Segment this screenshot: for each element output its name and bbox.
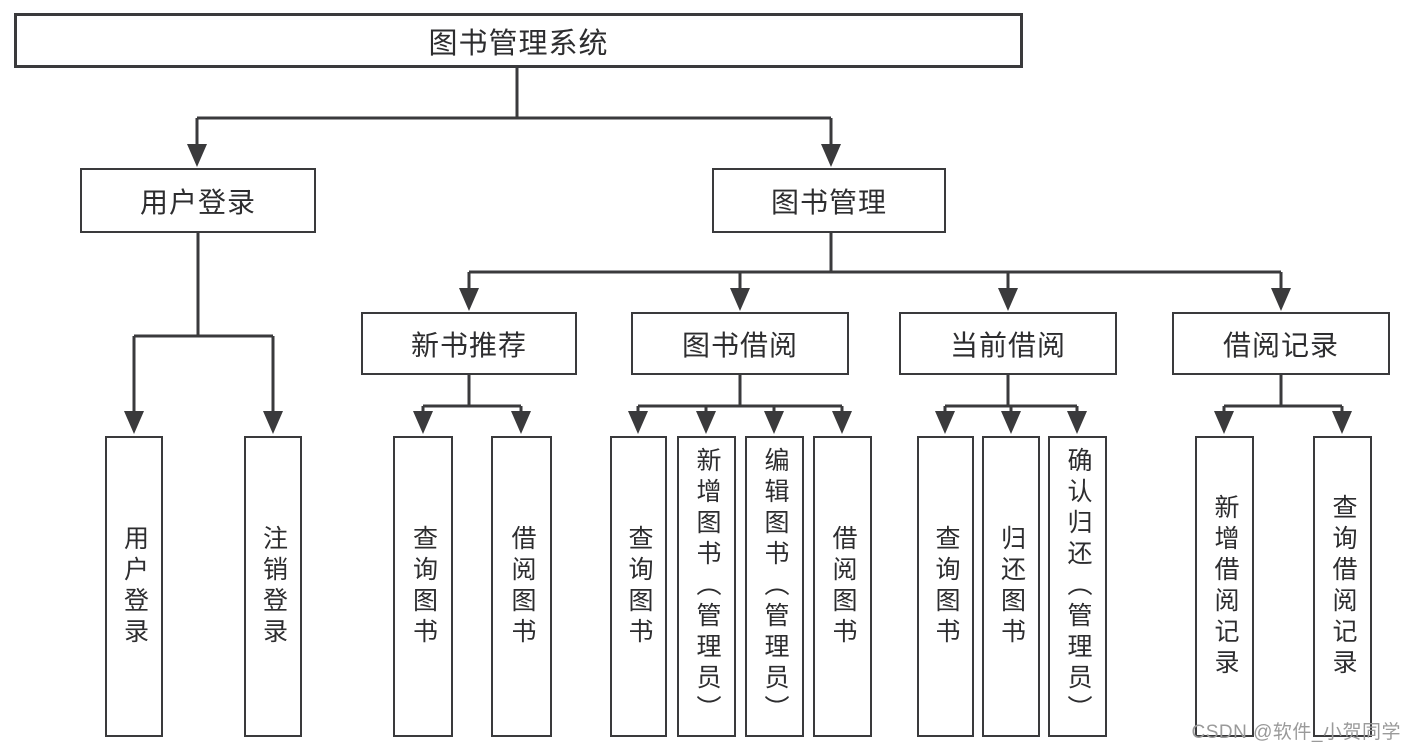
node-label: 新增借阅记录 bbox=[1211, 493, 1239, 680]
watermark: CSDN @软件_小贺同学 bbox=[1191, 722, 1401, 743]
leaf-query-books-current: 查询图书 bbox=[917, 436, 974, 737]
leaf-add-books-admin: 新增图书（管理员） bbox=[677, 436, 736, 737]
connector-new-book-children bbox=[413, 374, 531, 434]
node-label: 图书管理 bbox=[770, 186, 887, 218]
node-label: 新书推荐 bbox=[410, 329, 527, 361]
leaf-return-books: 归还图书 bbox=[982, 436, 1040, 737]
connector-book-borrow-children bbox=[628, 374, 852, 434]
node-label: 用户登录 bbox=[139, 186, 256, 218]
node-label: 确认归还（管理员） bbox=[1064, 447, 1092, 726]
leaf-logout-login: 注销登录 bbox=[244, 436, 302, 737]
node-label: 新增图书（管理员） bbox=[693, 447, 721, 726]
leaf-confirm-return-admin: 确认归还（管理员） bbox=[1048, 436, 1107, 737]
leaf-query-books-recommend: 查询图书 bbox=[393, 436, 453, 737]
connector-root-to-level2 bbox=[187, 68, 841, 167]
node-book-management: 图书管理 bbox=[712, 168, 946, 233]
node-label: 借阅记录 bbox=[1222, 329, 1339, 361]
node-current-borrow: 当前借阅 bbox=[899, 312, 1117, 375]
node-new-book-recommend: 新书推荐 bbox=[361, 312, 577, 375]
leaf-query-borrow-record: 查询借阅记录 bbox=[1313, 436, 1372, 737]
connector-user-login-children bbox=[124, 233, 283, 434]
leaf-query-books-borrow: 查询图书 bbox=[610, 436, 667, 737]
node-label: 当前借阅 bbox=[949, 329, 1066, 361]
node-label: 查询图书 bbox=[932, 524, 960, 649]
leaf-borrow-books-recommend: 借阅图书 bbox=[491, 436, 552, 737]
node-label: 借阅图书 bbox=[829, 524, 857, 649]
node-borrow-records: 借阅记录 bbox=[1172, 312, 1390, 375]
node-label: 查询图书 bbox=[409, 524, 438, 649]
leaf-add-borrow-record: 新增借阅记录 bbox=[1195, 436, 1254, 737]
leaf-borrow-books: 借阅图书 bbox=[813, 436, 872, 737]
connector-book-management-children bbox=[459, 233, 1291, 311]
node-book-borrow: 图书借阅 bbox=[631, 312, 849, 375]
node-label: 借阅图书 bbox=[508, 524, 536, 649]
node-label: 图书管理系统 bbox=[428, 27, 609, 60]
node-label: 编辑图书（管理员） bbox=[761, 447, 789, 726]
node-label: 注销登录 bbox=[259, 524, 288, 649]
leaf-edit-books-admin: 编辑图书（管理员） bbox=[745, 436, 804, 737]
node-label: 查询借阅记录 bbox=[1329, 493, 1357, 680]
connector-current-borrow-children bbox=[935, 374, 1087, 434]
node-label: 图书借阅 bbox=[681, 329, 798, 361]
node-label: 查询图书 bbox=[625, 524, 653, 649]
node-library-system: 图书管理系统 bbox=[14, 13, 1023, 68]
connector-borrow-records-children bbox=[1214, 374, 1352, 434]
node-label: 用户登录 bbox=[120, 524, 149, 649]
node-label: 归还图书 bbox=[997, 524, 1026, 649]
leaf-user-login: 用户登录 bbox=[105, 436, 163, 737]
node-user-login: 用户登录 bbox=[80, 168, 316, 233]
